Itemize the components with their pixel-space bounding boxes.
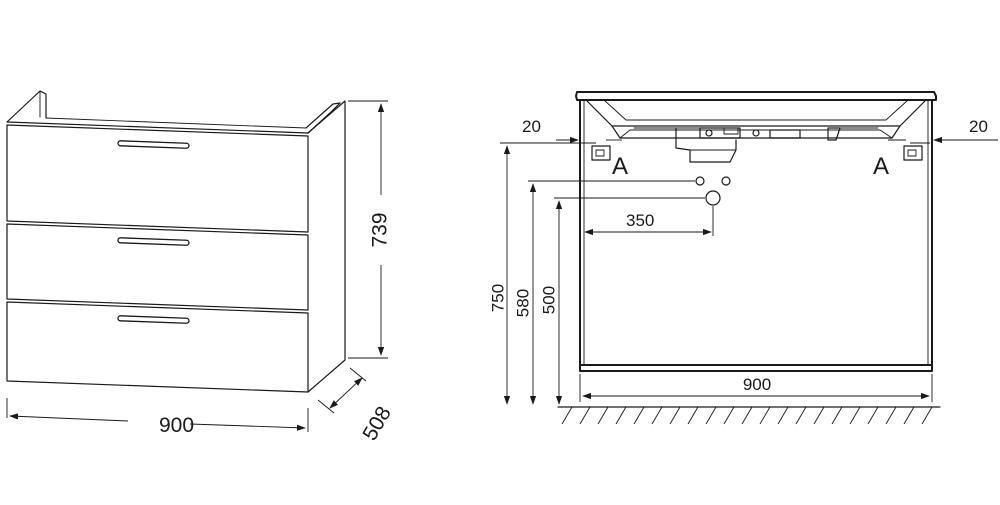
dimension-gap-left-20: 20 [500, 117, 622, 144]
dimension-label-900-front: 900 [743, 375, 771, 394]
dimension-height-750: 750 [488, 142, 596, 405]
drawer-front-2 [6, 223, 309, 311]
drawer-front-1 [6, 124, 309, 233]
dimension-label-739: 739 [369, 212, 392, 247]
bracket-left [591, 145, 611, 161]
dimension-height-739: 739 [348, 100, 392, 359]
cabinet-side-top-edge [307, 102, 341, 134]
countertop [575, 91, 937, 101]
water-inlet-left [695, 176, 705, 186]
water-inlet-right [721, 176, 731, 186]
drawer-handle-1 [117, 140, 190, 149]
dimension-depth-508: 508 [317, 367, 396, 445]
dimension-height-500: 500 [539, 197, 705, 405]
section-marker-left: A [612, 153, 628, 180]
cabinet-top-rim [6, 121, 309, 134]
dimension-label-900-perspective: 900 [159, 414, 194, 437]
dimension-label-350: 350 [626, 211, 654, 230]
dimension-label-500: 500 [539, 286, 558, 314]
dimension-label-508: 508 [358, 403, 395, 445]
cabinet-side-panel [307, 100, 346, 393]
dimension-offset-350: 350 [584, 206, 714, 236]
floor-hatching [557, 406, 941, 425]
cabinet-perspective-view [6, 90, 346, 393]
dimension-label-750: 750 [488, 284, 507, 312]
drawer-handle-2 [117, 237, 190, 246]
basin-profile [585, 99, 927, 127]
waste-outlet [705, 190, 721, 206]
section-marker-right: A [873, 153, 889, 180]
dimension-label-580: 580 [513, 289, 532, 317]
dimension-gap-right-20: 20 [888, 117, 998, 144]
dimension-label-20-left: 20 [522, 117, 541, 136]
cabinet-front-view: A A [575, 91, 937, 372]
cabinet-back-upright-left [6, 90, 47, 123]
dimension-label-20-right: 20 [969, 117, 988, 136]
cabinet-top-rim-inner [45, 117, 307, 129]
dimension-height-580: 580 [513, 180, 695, 405]
drawer-handle-3 [117, 315, 190, 324]
dimension-width-900-front: 900 [579, 374, 933, 402]
cabinet-plinth [579, 364, 933, 372]
dimension-width-900-perspective: 900 [6, 398, 309, 437]
drawer-front-3 [6, 301, 309, 393]
cabinet-back-upright-right [305, 102, 341, 129]
bracket-right [903, 145, 923, 161]
